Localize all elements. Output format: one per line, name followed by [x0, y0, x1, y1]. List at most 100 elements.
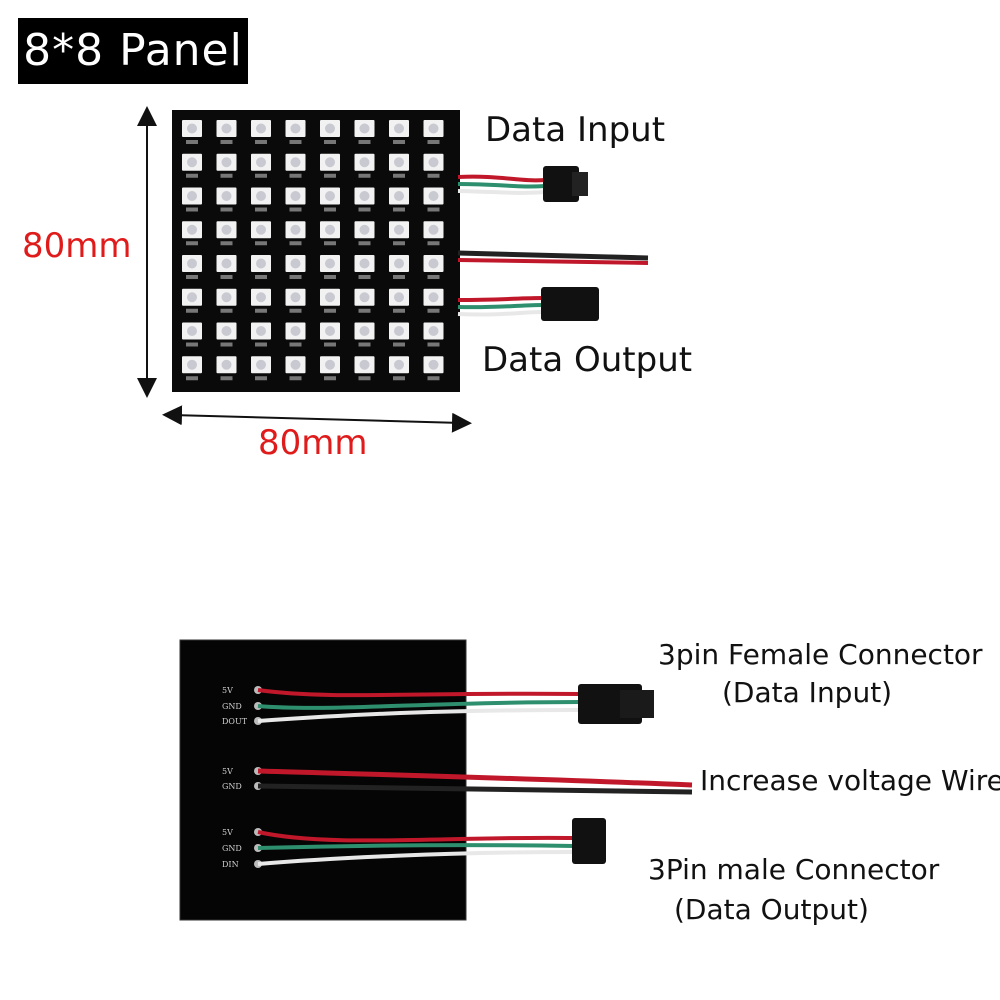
- led-cap-5-7: [427, 308, 440, 313]
- led-chip-6-3: [290, 326, 301, 336]
- led-cap-5-5: [358, 308, 371, 313]
- led-cap-3-2: [255, 241, 267, 246]
- front-voltage-wire: [457, 250, 649, 265]
- panel-title: 8*8 Panel: [18, 18, 248, 84]
- led-chip-3-4: [325, 224, 335, 235]
- led-chip-3-6: [394, 224, 404, 235]
- led-chip-3-7: [428, 224, 439, 235]
- pad-label-5v: 5V: [222, 767, 233, 776]
- led-cap-7-7: [427, 376, 440, 381]
- led-cap-6-0: [186, 342, 198, 347]
- led-chip-5-7: [428, 292, 439, 303]
- led-cap-2-6: [393, 207, 405, 212]
- led-chip-1-0: [187, 157, 197, 168]
- led-chip-7-7: [428, 359, 439, 370]
- led-cap-3-0: [186, 241, 198, 246]
- led-chip-5-5: [359, 292, 370, 303]
- led-chip-0-3: [290, 123, 301, 134]
- led-chip-6-2: [256, 326, 266, 336]
- led-cap-0-2: [255, 140, 267, 144]
- led-chip-3-0: [187, 224, 197, 235]
- led-cap-2-2: [255, 207, 267, 212]
- led-cap-6-4: [324, 342, 336, 347]
- led-chip-1-2: [256, 157, 266, 168]
- led-cap-0-3: [289, 140, 302, 144]
- led-chip-6-6: [394, 326, 404, 336]
- back-voltage-wire: [257, 768, 693, 795]
- led-cap-5-1: [220, 308, 233, 313]
- led-chip-5-0: [187, 292, 197, 303]
- led-cap-4-5: [358, 275, 371, 279]
- led-cap-1-3: [289, 173, 302, 178]
- led-cap-3-3: [289, 241, 302, 246]
- pad-label-5v: 5V: [222, 828, 233, 837]
- led-cap-6-5: [358, 342, 371, 347]
- led-cap-2-4: [324, 207, 336, 212]
- front-output-wire: [457, 287, 599, 321]
- led-chip-0-0: [187, 123, 197, 134]
- pad-label-din: DIN: [222, 860, 239, 869]
- led-cap-6-3: [289, 342, 302, 347]
- led-cap-2-5: [358, 207, 371, 212]
- led-cap-4-7: [427, 275, 440, 279]
- led-chip-0-4: [325, 123, 335, 134]
- led-chip-5-1: [221, 292, 232, 303]
- led-cap-4-2: [255, 275, 267, 279]
- led-cap-5-4: [324, 308, 336, 313]
- led-cap-7-0: [186, 376, 198, 381]
- led-cap-0-1: [220, 140, 233, 144]
- led-cap-3-6: [393, 241, 405, 246]
- led-cap-7-5: [358, 376, 371, 381]
- led-chip-1-3: [290, 157, 301, 168]
- width-dimension-arrow: [162, 405, 472, 433]
- front-input-wire: [457, 166, 588, 202]
- led-chip-2-6: [394, 191, 404, 201]
- led-chip-0-6: [394, 123, 404, 134]
- led-chip-7-3: [290, 359, 301, 370]
- led-cap-0-4: [324, 140, 336, 144]
- led-cap-1-5: [358, 173, 371, 178]
- led-chip-6-5: [359, 326, 370, 336]
- led-cap-5-0: [186, 308, 198, 313]
- led-cap-4-6: [393, 275, 405, 279]
- led-cap-2-0: [186, 207, 198, 212]
- female-connector-sub: (Data Input): [722, 676, 893, 709]
- led-chip-7-6: [394, 359, 404, 370]
- led-cap-3-4: [324, 241, 336, 246]
- led-chip-2-2: [256, 191, 266, 201]
- pad-label-gnd: GND: [222, 782, 242, 791]
- led-chip-4-5: [359, 258, 370, 269]
- led-cap-6-1: [220, 342, 233, 347]
- led-chip-4-3: [290, 258, 301, 269]
- led-cap-5-3: [289, 308, 302, 313]
- led-cap-5-2: [255, 308, 267, 313]
- led-cap-2-7: [427, 207, 440, 212]
- back-output-wire: [257, 818, 606, 866]
- pad-label-gnd: GND: [222, 844, 242, 853]
- back-input-wire: [257, 684, 654, 724]
- led-grid: [182, 120, 444, 381]
- led-chip-1-7: [428, 157, 439, 168]
- led-chip-4-0: [187, 258, 197, 269]
- data-output-label: Data Output: [482, 340, 693, 380]
- led-cap-6-6: [393, 342, 405, 347]
- led-cap-7-3: [289, 376, 302, 381]
- led-chip-5-4: [325, 292, 335, 303]
- led-cap-2-3: [289, 207, 302, 212]
- led-chip-0-1: [221, 123, 232, 134]
- led-cap-2-1: [220, 207, 233, 212]
- led-cap-4-1: [220, 275, 233, 279]
- back-male-connector: [572, 818, 606, 864]
- led-chip-0-5: [359, 123, 370, 134]
- led-cap-1-4: [324, 173, 336, 178]
- led-chip-7-1: [221, 359, 232, 370]
- led-chip-2-7: [428, 191, 439, 201]
- led-chip-7-0: [187, 359, 197, 370]
- female-connector-label: 3pin Female Connector: [658, 638, 983, 671]
- led-cap-1-7: [427, 173, 440, 178]
- led-chip-4-1: [221, 258, 232, 269]
- led-cap-7-2: [255, 376, 267, 381]
- led-chip-6-7: [428, 326, 439, 336]
- male-connector-sub: (Data Output): [674, 893, 869, 926]
